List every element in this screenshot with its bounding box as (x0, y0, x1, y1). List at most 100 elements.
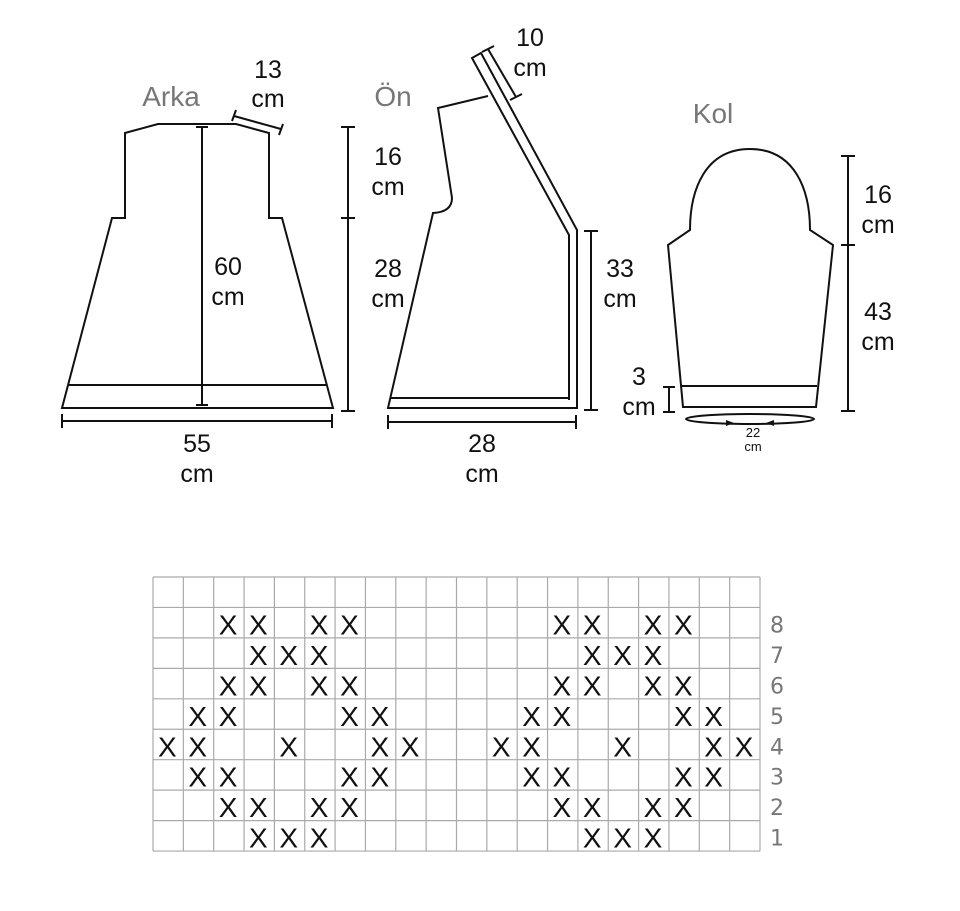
chart-stitch-x: X (553, 701, 572, 732)
back-length-unit: cm (211, 283, 244, 311)
front-band-dimension (481, 45, 523, 101)
chart-stitch-x: X (219, 701, 238, 732)
chart-stitch-x: X (644, 609, 663, 640)
chart-stitch-x: X (249, 823, 268, 854)
chart-stitch-x: X (188, 762, 207, 793)
chart-row-number: 7 (770, 644, 784, 669)
chart-stitch-x: X (613, 640, 632, 671)
back-width-value: 55 (183, 430, 211, 458)
chart-stitch-x: X (188, 731, 207, 762)
sleeve-length-unit: cm (861, 328, 894, 356)
front-edge-value: 33 (606, 255, 634, 283)
sleeve-circumference-arrow-icon (685, 413, 815, 426)
back-width-dimension (61, 414, 333, 428)
front-band-value: 10 (516, 24, 544, 52)
chart-stitch-x: X (583, 823, 602, 854)
back-title: Arka (142, 81, 200, 112)
chart-stitch-x: X (310, 792, 329, 823)
chart-stitch-x: X (310, 670, 329, 701)
front-width-unit: cm (465, 460, 498, 488)
chart-stitch-x: X (249, 670, 268, 701)
chart-stitch-x: X (613, 731, 632, 762)
sleeve-title: Kol (693, 98, 733, 129)
chart-stitch-x: X (735, 731, 754, 762)
chart-stitch-x: X (522, 731, 541, 762)
chart-row-number: 2 (770, 796, 784, 821)
chart-stitch-x: X (583, 792, 602, 823)
sleeve-piece: Kol 16 cm 43 cm 3 cm 22 cm (622, 98, 894, 454)
chart-stitch-x: X (188, 701, 207, 732)
chart-stitch-x: X (674, 762, 693, 793)
chart-stitch-x: X (340, 792, 359, 823)
front-armhole-value: 16 (374, 143, 402, 171)
front-width-dimension (387, 415, 577, 429)
front-outline (386, 51, 578, 409)
chart-stitch-x: X (674, 609, 693, 640)
back-piece: Arka 60 cm 13 cm 55 cm (60, 56, 355, 488)
sleeve-cap-unit: cm (861, 211, 894, 239)
back-width-unit: cm (180, 460, 213, 488)
back-length-value: 60 (214, 253, 242, 281)
chart-stitch-x: X (340, 762, 359, 793)
sleeve-height-dimension (841, 155, 855, 412)
chart-stitch-x: X (704, 701, 723, 732)
front-side-unit: cm (371, 285, 404, 313)
chart-stitch-x: X (644, 823, 663, 854)
sleeve-cuff-unit: cm (622, 393, 655, 421)
front-title: Ön (374, 81, 411, 112)
chart-stitch-x: X (704, 762, 723, 793)
sleeve-cuff-dimension (663, 386, 675, 413)
sleeve-cuff-value: 3 (632, 363, 646, 391)
chart-stitch-x: X (674, 701, 693, 732)
chart-stitch-x: X (401, 731, 420, 762)
chart-stitch-x: X (644, 670, 663, 701)
chart-row-number: 4 (770, 735, 784, 760)
chart-stitch-x: X (522, 701, 541, 732)
chart-stitch-x: X (370, 701, 389, 732)
front-armhole-unit: cm (371, 173, 404, 201)
back-shoulder-dimension (231, 109, 284, 136)
chart-stitch-x: X (553, 762, 572, 793)
chart-stitch-x: X (644, 640, 663, 671)
chart-stitch-x: X (340, 670, 359, 701)
chart-stitch-x: X (340, 609, 359, 640)
chart-row-number: 1 (770, 827, 784, 852)
sleeve-outline (666, 147, 835, 408)
chart-stitch-x: X (279, 640, 298, 671)
front-side-value: 28 (374, 255, 402, 283)
sleeve-circumference-unit: cm (744, 439, 761, 454)
back-outline (60, 123, 335, 409)
chart-stitch-x: X (279, 731, 298, 762)
front-edge-dimension (584, 230, 598, 411)
chart-row-number: 8 (770, 613, 784, 638)
chart-stitch-x: X (613, 823, 632, 854)
chart-stitch-x: X (583, 609, 602, 640)
front-band-unit: cm (513, 54, 546, 82)
chart-stitch-x: X (492, 731, 511, 762)
chart-stitch-x: X (249, 792, 268, 823)
chart-stitch-x: X (674, 792, 693, 823)
back-shoulder-value: 13 (254, 56, 282, 84)
chart-stitch-x: X (583, 670, 602, 701)
chart-stitch-x: X (644, 792, 663, 823)
chart-stitch-x: X (249, 640, 268, 671)
chart-stitch-x: X (249, 609, 268, 640)
chart-stitch-x: X (553, 670, 572, 701)
chart-stitch-x: X (370, 731, 389, 762)
chart-stitch-x: X (674, 670, 693, 701)
back-shoulder-unit: cm (251, 85, 284, 113)
chart-row-number: 5 (770, 705, 784, 730)
chart-stitch-x: X (704, 731, 723, 762)
front-width-value: 28 (468, 430, 496, 458)
chart-row-number: 3 (770, 766, 784, 791)
chart-stitch-x: X (553, 609, 572, 640)
back-length-dimension (196, 126, 208, 406)
chart-stitch-x: X (279, 823, 298, 854)
sleeve-circumference-value: 22 (746, 425, 760, 440)
chart-stitch-x: X (219, 792, 238, 823)
chart-stitch-x: X (219, 762, 238, 793)
chart-stitch-x: X (522, 762, 541, 793)
back-height-dimension (341, 126, 355, 412)
front-edge-unit: cm (603, 285, 636, 313)
